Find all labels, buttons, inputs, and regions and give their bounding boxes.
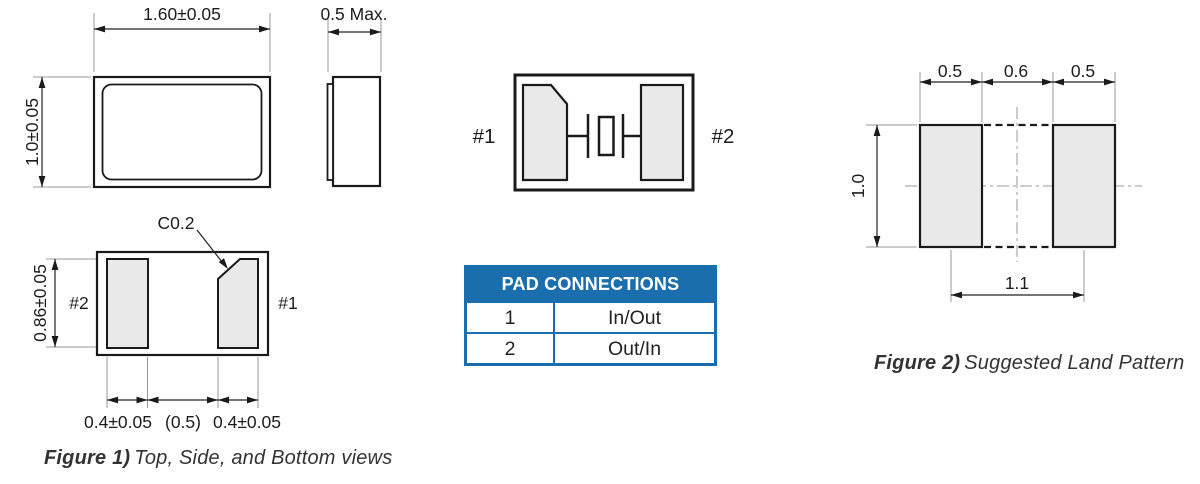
figure2-caption-text: Suggested Land Pattern [964,352,1185,374]
bottom-pad-1-chamfered [217,258,259,349]
pad-connections-table-header: PAD CONNECTIONS [467,268,714,301]
land-pad-left [918,123,984,249]
schematic-pad-1 [521,83,569,182]
pad-connection-cell: In/Out [553,301,714,332]
top-view-extension-lines [33,13,271,188]
land-pattern-dimension-arrows [873,78,1115,299]
bottom-pad-2 [106,258,149,349]
land-pitch-dim-label: 1.1 [1005,273,1029,293]
bottom-pad-height-dim-label: 0.86±0.05 [30,264,50,342]
package-outline-side [331,75,382,188]
side-view-extension-lines [327,18,382,72]
table-row: 2 Out/In [467,332,714,363]
bottom-pad-1-label: #1 [278,293,297,313]
schematic-view: #1 #2 [473,73,735,192]
bottom-view-dimension-lines [54,259,258,401]
pad-connections-table: PAD CONNECTIONS 1 In/Out 2 Out/In [464,265,717,366]
pad-number-cell: 1 [467,301,553,332]
crystal-symbol [567,114,641,158]
bottom-view-dimension-arrows [51,259,258,404]
figure2-caption-number: Figure 2) [874,352,961,374]
top-view-width-dim-label: 1.60±0.05 [143,4,221,24]
bottom-view: C0.2 0.86±0.05 #2 #1 0.4±0.05 (0.5) 0.4±… [30,213,298,432]
figure2-caption: Figure 2)Suggested Land Pattern [874,352,1184,375]
chamfer-callout-label: C0.2 [158,213,195,233]
table-row: 1 In/Out [467,301,714,332]
land-pad-right [1051,123,1117,249]
bottom-right-pad-width-dim-label: 0.4±0.05 [213,412,281,432]
top-view: 1.60±0.05 1.0±0.05 [22,4,272,189]
land-pattern-dimension-lines [876,81,1115,296]
land-left-pad-width-dim-label: 0.5 [938,61,962,81]
land-pattern-extension-lines [866,72,1116,302]
top-view-dimension-lines [41,28,270,187]
package-lid-top [101,83,263,181]
pad-connection-cell: Out/In [553,332,714,363]
top-view-height-dim-label: 1.0±0.05 [22,98,42,166]
bottom-left-pad-width-dim-label: 0.4±0.05 [84,412,152,432]
side-view-dimension-arrows [328,28,381,36]
land-gap-dim-label: 0.6 [1004,61,1028,81]
side-view-thickness-dim-label: 0.5 Max. [320,4,387,24]
bottom-pad-2-label: #2 [69,293,88,313]
pad-number-cell: 2 [467,332,553,363]
land-right-pad-width-dim-label: 0.5 [1071,61,1095,81]
schematic-pad-2 [639,83,685,182]
land-pattern: 0.5 0.6 0.5 1.0 1.1 [848,61,1142,302]
chamfer-callout-leader [196,229,228,269]
figure1-caption: Figure 1)Top, Side, and Bottom views [44,447,392,470]
side-view: 0.5 Max. [320,4,388,188]
schematic-pad-1-label: #1 [473,125,496,148]
figure1-caption-text: Top, Side, and Bottom views [134,447,393,469]
bottom-gap-dim-label: (0.5) [165,412,201,432]
land-height-dim-label: 1.0 [848,174,868,199]
top-view-dimension-arrows [38,25,270,187]
figure1-caption-number: Figure 1) [44,447,131,469]
schematic-pad-2-label: #2 [712,125,735,148]
side-castellation-tab [326,83,334,181]
